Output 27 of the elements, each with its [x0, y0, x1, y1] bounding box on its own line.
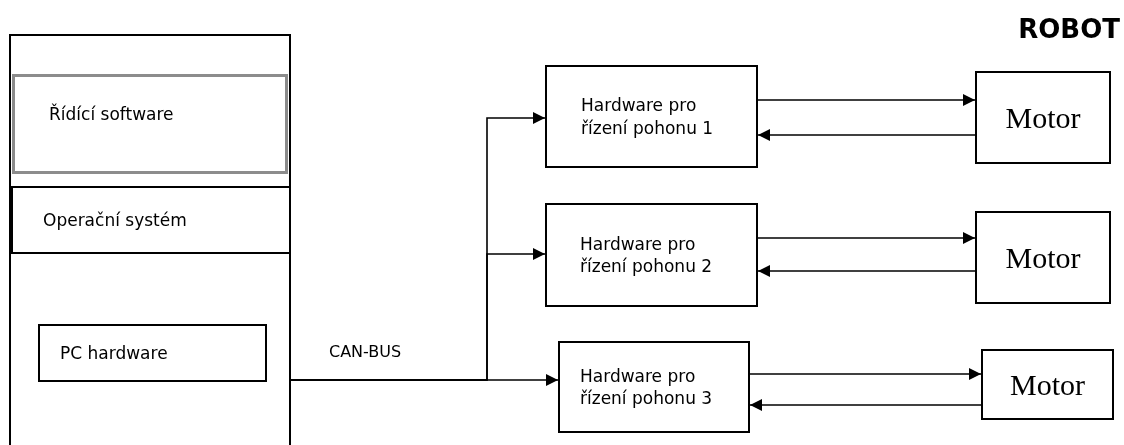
diagram-title: ROBOT — [1018, 14, 1120, 44]
motor-box — [981, 349, 1114, 420]
arrow — [757, 129, 976, 141]
computer-column-box — [9, 34, 291, 445]
node-label: Motor — [1005, 100, 1081, 135]
node-label: Motor — [1010, 367, 1085, 402]
process-box — [11, 186, 291, 254]
arrow — [290, 374, 559, 386]
process-box — [38, 324, 267, 382]
software-box — [12, 74, 288, 174]
arrow — [757, 232, 976, 244]
arrow — [757, 265, 976, 277]
process-box — [545, 203, 758, 307]
arrow — [749, 399, 982, 411]
node-label: Hardware pro řízení pohonu 2 — [580, 232, 714, 278]
node-label: Hardware pro řízení pohonu 1 — [581, 94, 715, 139]
motor-box — [975, 211, 1111, 304]
arrow — [749, 368, 982, 380]
process-box — [545, 65, 758, 168]
process-box — [558, 341, 750, 433]
arrow — [757, 94, 976, 106]
node-label: Řídící software — [49, 103, 174, 126]
node-label: PC hardware — [60, 341, 168, 365]
node-label: Motor — [1005, 240, 1081, 275]
node-label: Hardware pro řízení pohonu 3 — [580, 364, 714, 410]
node-label: Operační systém — [43, 208, 187, 232]
motor-box — [975, 71, 1111, 164]
